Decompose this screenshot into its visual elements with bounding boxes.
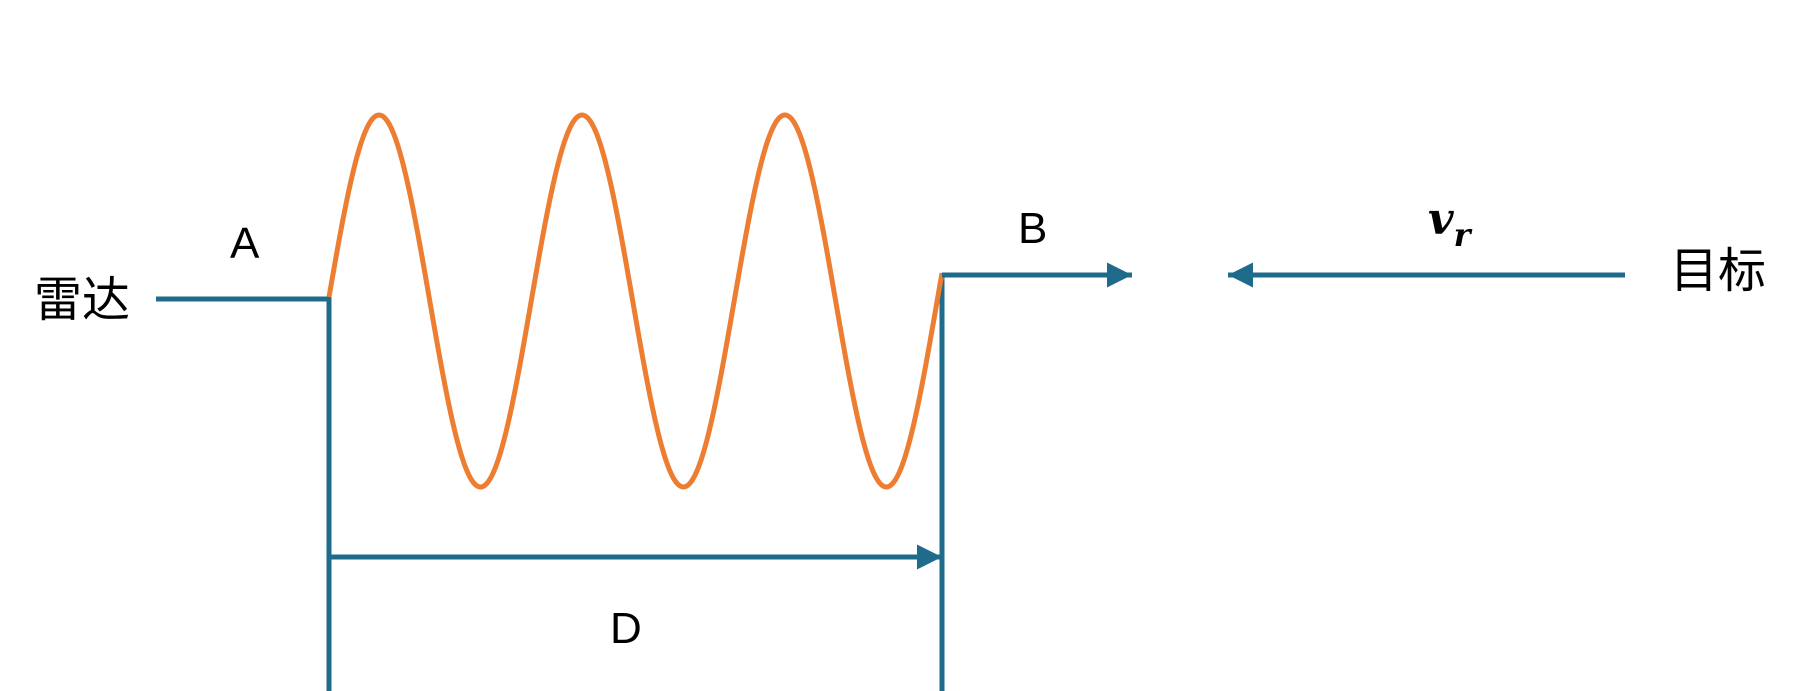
distance-label: D [610,604,642,653]
point-b-label: B [1018,204,1047,253]
velocity-symbol: v [1428,194,1454,245]
target-label: 目标 [1670,243,1766,299]
velocity-label: vr [1428,194,1473,254]
velocity-subscript: r [1454,216,1473,254]
point-a-label: A [230,219,260,268]
wave-path [326,112,945,490]
radar-label: 雷达 [34,272,130,328]
